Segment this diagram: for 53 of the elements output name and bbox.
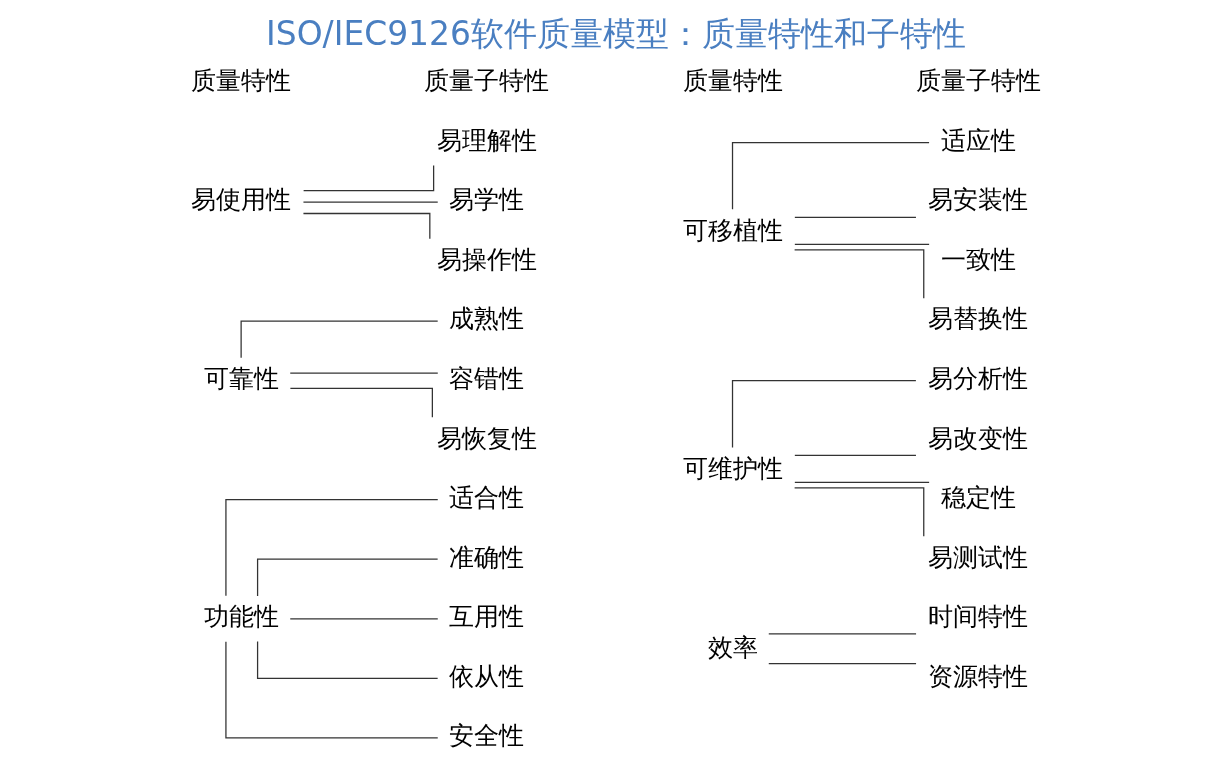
node-text: 易理解性 [436,124,537,155]
node-text: 成熟性 [448,303,524,334]
connector [793,249,924,299]
node-text: 易使用性 [190,184,291,215]
connector [793,481,930,484]
node-text: 易恢复性 [436,422,537,453]
label: 质量子特性 [915,65,1041,96]
node-text: 稳定性 [940,482,1016,513]
connector [793,243,930,245]
connector [256,640,438,679]
node-text: 易学性 [448,184,524,215]
node-text: 安全性 [448,720,524,751]
node-text: 准确性 [448,541,524,572]
node-text: 资源特性 [927,660,1028,691]
label: 质量特性 [682,65,783,96]
node-text: 易测试性 [927,541,1028,572]
node-text: 时间特性 [927,601,1028,632]
connector [302,212,430,240]
connector [731,380,917,449]
node-text: 效率 [707,631,758,662]
node-text: 适合性 [448,482,524,513]
connector [256,558,438,597]
node-text: 易改变性 [927,422,1028,453]
connector [302,201,438,203]
label: 质量子特性 [423,65,549,96]
connector [793,216,917,218]
node-text: 易替换性 [927,303,1028,334]
node-text: 适应性 [940,124,1016,155]
node-text: 易操作性 [436,243,537,274]
diagram-title: ISO/IEC9126软件质量模型：质量特性和子特性 [265,13,966,53]
node-text: 可靠性 [203,363,279,393]
node-text: 易分析性 [927,363,1028,393]
connector [767,663,917,665]
connector [224,499,438,597]
node-text: 容错性 [448,363,524,393]
connector [793,487,924,537]
connector [289,618,438,620]
node-text: 易安装性 [927,184,1028,215]
node-text: 一致性 [940,243,1016,274]
node-text: 互用性 [448,601,524,632]
connector [289,387,433,418]
connector [793,454,917,457]
connector [240,320,438,359]
node-text: 可移植性 [682,214,783,245]
label: 质量特性 [190,65,291,96]
connector [289,372,438,374]
connector [302,164,434,192]
node-text: 依从性 [448,660,524,691]
connector [767,633,917,635]
node-text: 可维护性 [682,452,783,483]
connector [224,641,438,739]
connector [731,141,930,210]
node-text: 功能性 [203,601,279,632]
